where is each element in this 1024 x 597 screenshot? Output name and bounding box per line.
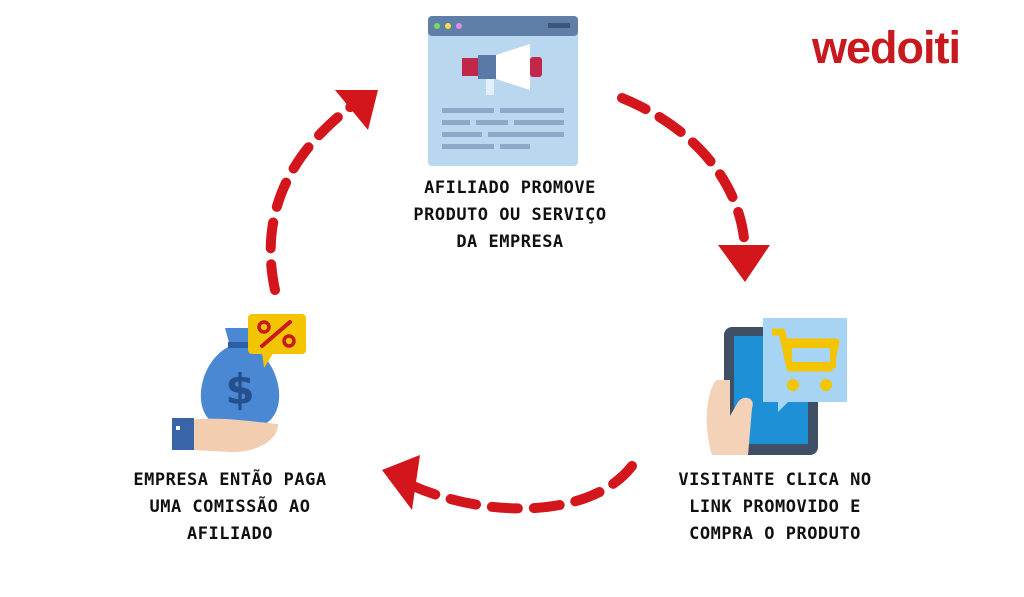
arrow-right-to-left — [382, 455, 637, 514]
step-label-promote: AFILIADO PROMOVE PRODUTO OU SERVIÇO DA E… — [360, 175, 660, 256]
arrow-left-to-top — [265, 90, 378, 295]
label-line: AFILIADO PROMOVE — [424, 178, 596, 198]
svg-text:$: $ — [225, 365, 254, 414]
brand-logo: wedoiti — [812, 22, 961, 73]
step-label-purchase: VISITANTE CLICA NO LINK PROMOVIDO E COMP… — [655, 467, 895, 548]
label-line: AFILIADO — [187, 524, 273, 544]
arrow-top-to-right — [617, 93, 770, 282]
label-line: DA EMPRESA — [456, 232, 564, 252]
phone-shopping-cart-icon — [706, 318, 847, 455]
label-line: EMPRESA ENTÃO PAGA — [133, 470, 327, 490]
label-line: PRODUTO OU SERVIÇO — [413, 205, 607, 225]
label-line: LINK PROMOVIDO E — [689, 497, 861, 517]
step-label-commission: EMPRESA ENTÃO PAGA UMA COMISSÃO AO AFILI… — [100, 467, 360, 548]
money-bag-hand-percent-icon: $ — [172, 314, 306, 452]
label-line: VISITANTE CLICA NO — [678, 470, 872, 490]
label-line: COMPRA O PRODUTO — [689, 524, 861, 544]
megaphone-webpage-icon — [428, 16, 578, 166]
label-line: UMA COMISSÃO AO — [149, 497, 311, 517]
